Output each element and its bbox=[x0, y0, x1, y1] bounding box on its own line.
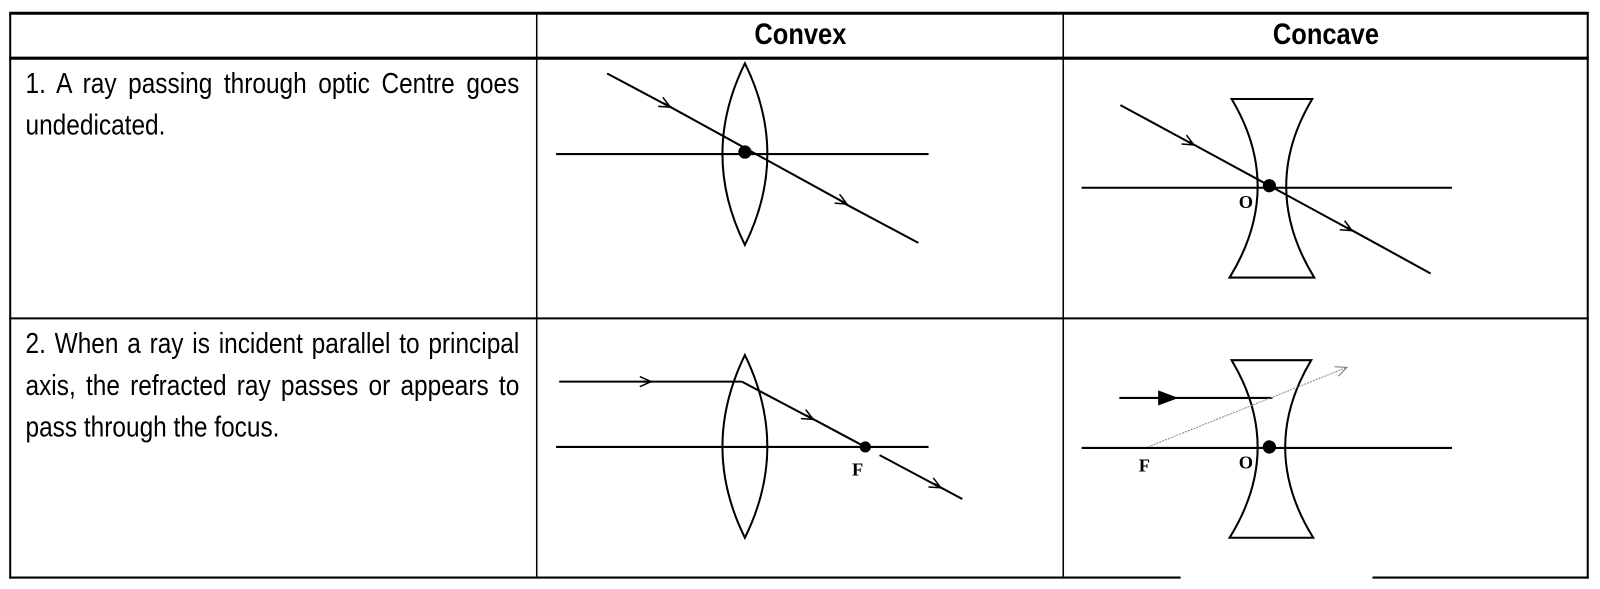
arrow-head bbox=[1158, 390, 1179, 406]
concave-optic-centre-diagram bbox=[1081, 97, 1453, 279]
label-o: O bbox=[1239, 452, 1253, 472]
convex-optic-centre-diagram bbox=[556, 60, 929, 248]
optic-centre-dot bbox=[738, 145, 752, 159]
concave-lens bbox=[1227, 97, 1317, 279]
focus-dot bbox=[859, 441, 871, 453]
row-2-description: 2. When a ray is incident parallel to pr… bbox=[25, 327, 520, 443]
concave-lens bbox=[1227, 359, 1316, 539]
convex-focus-diagram bbox=[556, 352, 963, 541]
convex-lens bbox=[721, 352, 769, 541]
row-1-description: 1. A ray passing through optic Centre go… bbox=[25, 67, 520, 141]
label-o: O bbox=[1239, 192, 1253, 212]
virtual-ray bbox=[1147, 366, 1349, 448]
label-f: F bbox=[852, 460, 863, 480]
table-grid bbox=[9, 11, 1589, 579]
concave-focus-diagram bbox=[1081, 359, 1453, 539]
optic-centre-dot bbox=[1262, 440, 1277, 454]
header-convex: Convex bbox=[754, 18, 846, 52]
optic-centre-dot bbox=[1262, 179, 1277, 193]
convex-lens bbox=[721, 60, 769, 248]
header-concave: Concave bbox=[1272, 18, 1379, 52]
label-f: F bbox=[1139, 455, 1150, 475]
